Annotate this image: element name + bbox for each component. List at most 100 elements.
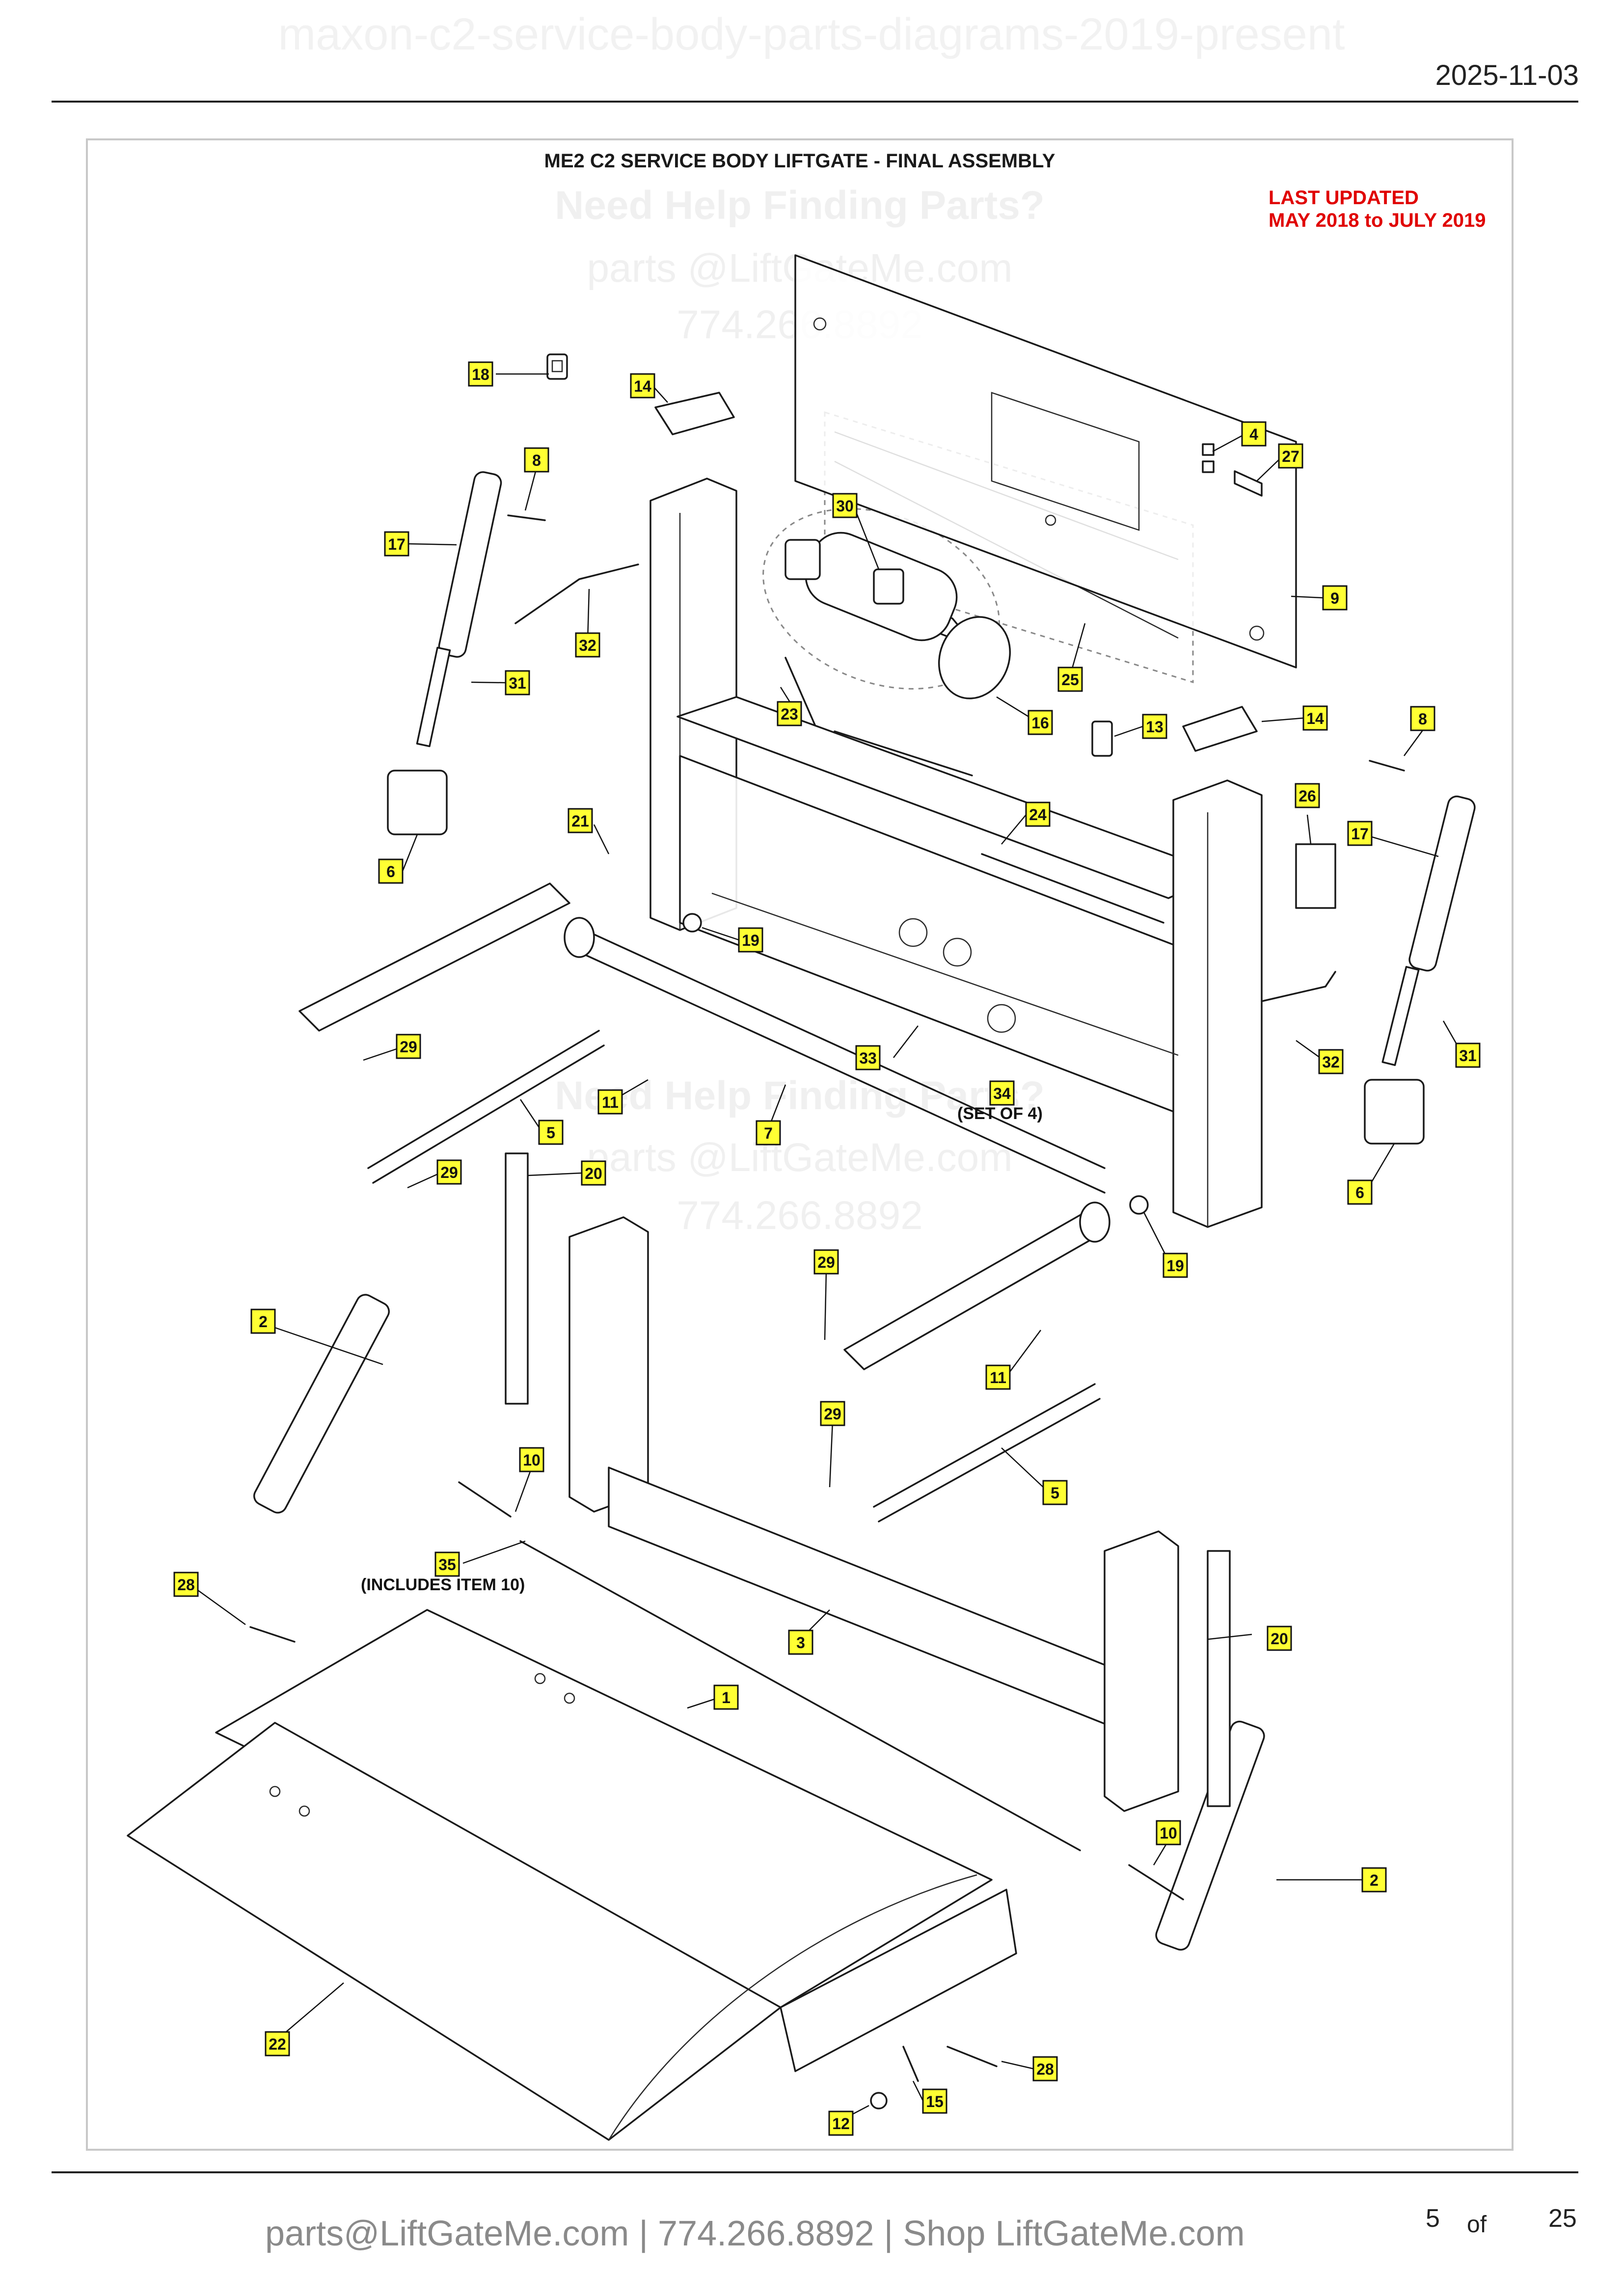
svg-text:17: 17 [1351,825,1369,843]
callout-25: 25 [1057,667,1083,692]
svg-text:14: 14 [634,377,651,395]
svg-text:31: 31 [1459,1047,1477,1065]
cylinder-arm-left [514,563,639,624]
svg-text:6: 6 [386,863,395,881]
callout-20-upper: 20 [581,1160,606,1186]
svg-text:20: 20 [585,1165,602,1182]
callout-32-lower: 32 [1318,1049,1344,1074]
svg-text:28: 28 [1036,2060,1054,2078]
callout-22: 22 [265,2031,290,2056]
callout-29-b: 29 [436,1159,462,1185]
bushing-19-lower [1129,1195,1149,1215]
pin-upper-left [507,514,546,521]
hydraulic-cylinder-left [416,471,502,748]
callout-27: 27 [1278,443,1303,469]
callout-28-lower: 28 [1032,2056,1058,2082]
svg-text:29: 29 [817,1254,835,1271]
parallel-arm-left [298,882,1106,1194]
callout-26: 26 [1295,783,1320,808]
callout-29-c: 29 [813,1249,839,1275]
lower-arm-left [367,1030,605,1184]
page-total: 25 [1548,2204,1577,2233]
svg-text:32: 32 [579,637,596,654]
callout-5-upper: 5 [538,1120,564,1145]
svg-text:22: 22 [269,2035,286,2053]
pin-15 [902,2046,919,2082]
callout-28-upper: 28 [173,1572,199,1597]
svg-text:27: 27 [1282,448,1299,465]
svg-text:3: 3 [796,1634,805,1652]
callout-14-upper: 14 [630,373,655,399]
latch-bracket [546,353,568,380]
callout-8-lower: 8 [1410,706,1435,731]
callout-34: 34 [989,1080,1015,1106]
document-date: 2025-11-03 [1435,59,1579,91]
callout-23: 23 [777,701,802,726]
svg-text:5: 5 [1051,1484,1059,1502]
svg-text:33: 33 [859,1049,877,1067]
bolt-28-lower [947,2046,998,2067]
svg-text:11: 11 [990,1369,1006,1387]
svg-text:10: 10 [523,1451,541,1469]
cover-plate-upper [654,392,735,435]
svg-text:8: 8 [532,452,541,469]
lower-frame [568,1216,1179,1812]
callout-17-lower: 17 [1347,821,1373,846]
svg-text:34: 34 [993,1085,1011,1102]
callout-9: 9 [1322,585,1348,611]
platform [127,1609,1017,2141]
bushing-12 [870,2092,888,2109]
shim-right [1207,1550,1231,1807]
callout-14-lower: 14 [1302,705,1328,731]
svg-text:26: 26 [1298,787,1316,805]
spring-right [1155,1720,1265,1951]
svg-text:20: 20 [1271,1630,1288,1648]
svg-text:21: 21 [571,812,589,830]
callout-31-upper: 31 [505,670,530,695]
cylinder-bracket-left [387,770,448,835]
svg-text:23: 23 [781,705,798,723]
svg-text:30: 30 [836,497,854,515]
callout-4: 4 [1241,421,1267,447]
svg-text:17: 17 [388,535,406,553]
svg-text:10: 10 [1160,1824,1177,1842]
callout-5-lower: 5 [1042,1480,1068,1505]
drawing-title: ME2 C2 SERVICE BODY LIFTGATE - FINAL ASS… [544,150,1055,172]
svg-text:31: 31 [509,674,526,692]
torsion-rod-35 [519,1540,1081,1851]
svg-text:29: 29 [440,1164,458,1181]
callout-7: 7 [756,1120,781,1146]
callout-12: 12 [828,2110,854,2136]
callout-6-upper: 6 [378,858,404,884]
cylinder-bracket-right [1364,1079,1425,1145]
pump-cover-panel [794,254,1297,668]
svg-text:28: 28 [177,1576,195,1594]
callout-19-upper: 19 [738,927,763,953]
callout-21: 21 [568,808,593,833]
watermark-help: Need Help Finding Parts? [555,1073,1045,1118]
note-includes-item-10: (INCLUDES ITEM 10) [361,1575,525,1594]
callout-3: 3 [788,1629,813,1655]
pin-upper-right [1369,760,1405,772]
callout-31-lower: 31 [1455,1042,1481,1068]
hydraulic-power-unit [784,532,1011,699]
callout-20-lower: 20 [1267,1626,1292,1651]
bushing-19-upper [682,913,702,933]
callout-32-upper: 32 [575,632,600,658]
callout-1: 1 [713,1684,739,1710]
svg-text:15: 15 [926,2093,944,2110]
svg-text:19: 19 [742,932,759,949]
lower-arm-right [873,1383,1101,1522]
callout-35: 35 [434,1551,460,1577]
svg-text:32: 32 [1322,1053,1340,1071]
callout-8-upper: 8 [524,447,549,473]
callout-13: 13 [1142,714,1167,739]
svg-text:29: 29 [400,1038,417,1056]
svg-text:12: 12 [832,2115,850,2133]
document-title: maxon-c2-service-body-parts-diagrams-201… [278,9,1345,59]
parallel-arm-right [843,1201,1110,1370]
svg-text:1: 1 [722,1689,730,1707]
hydraulic-cylinder-right [1381,795,1476,1066]
svg-text:14: 14 [1306,710,1324,727]
callout-15: 15 [922,2088,947,2114]
